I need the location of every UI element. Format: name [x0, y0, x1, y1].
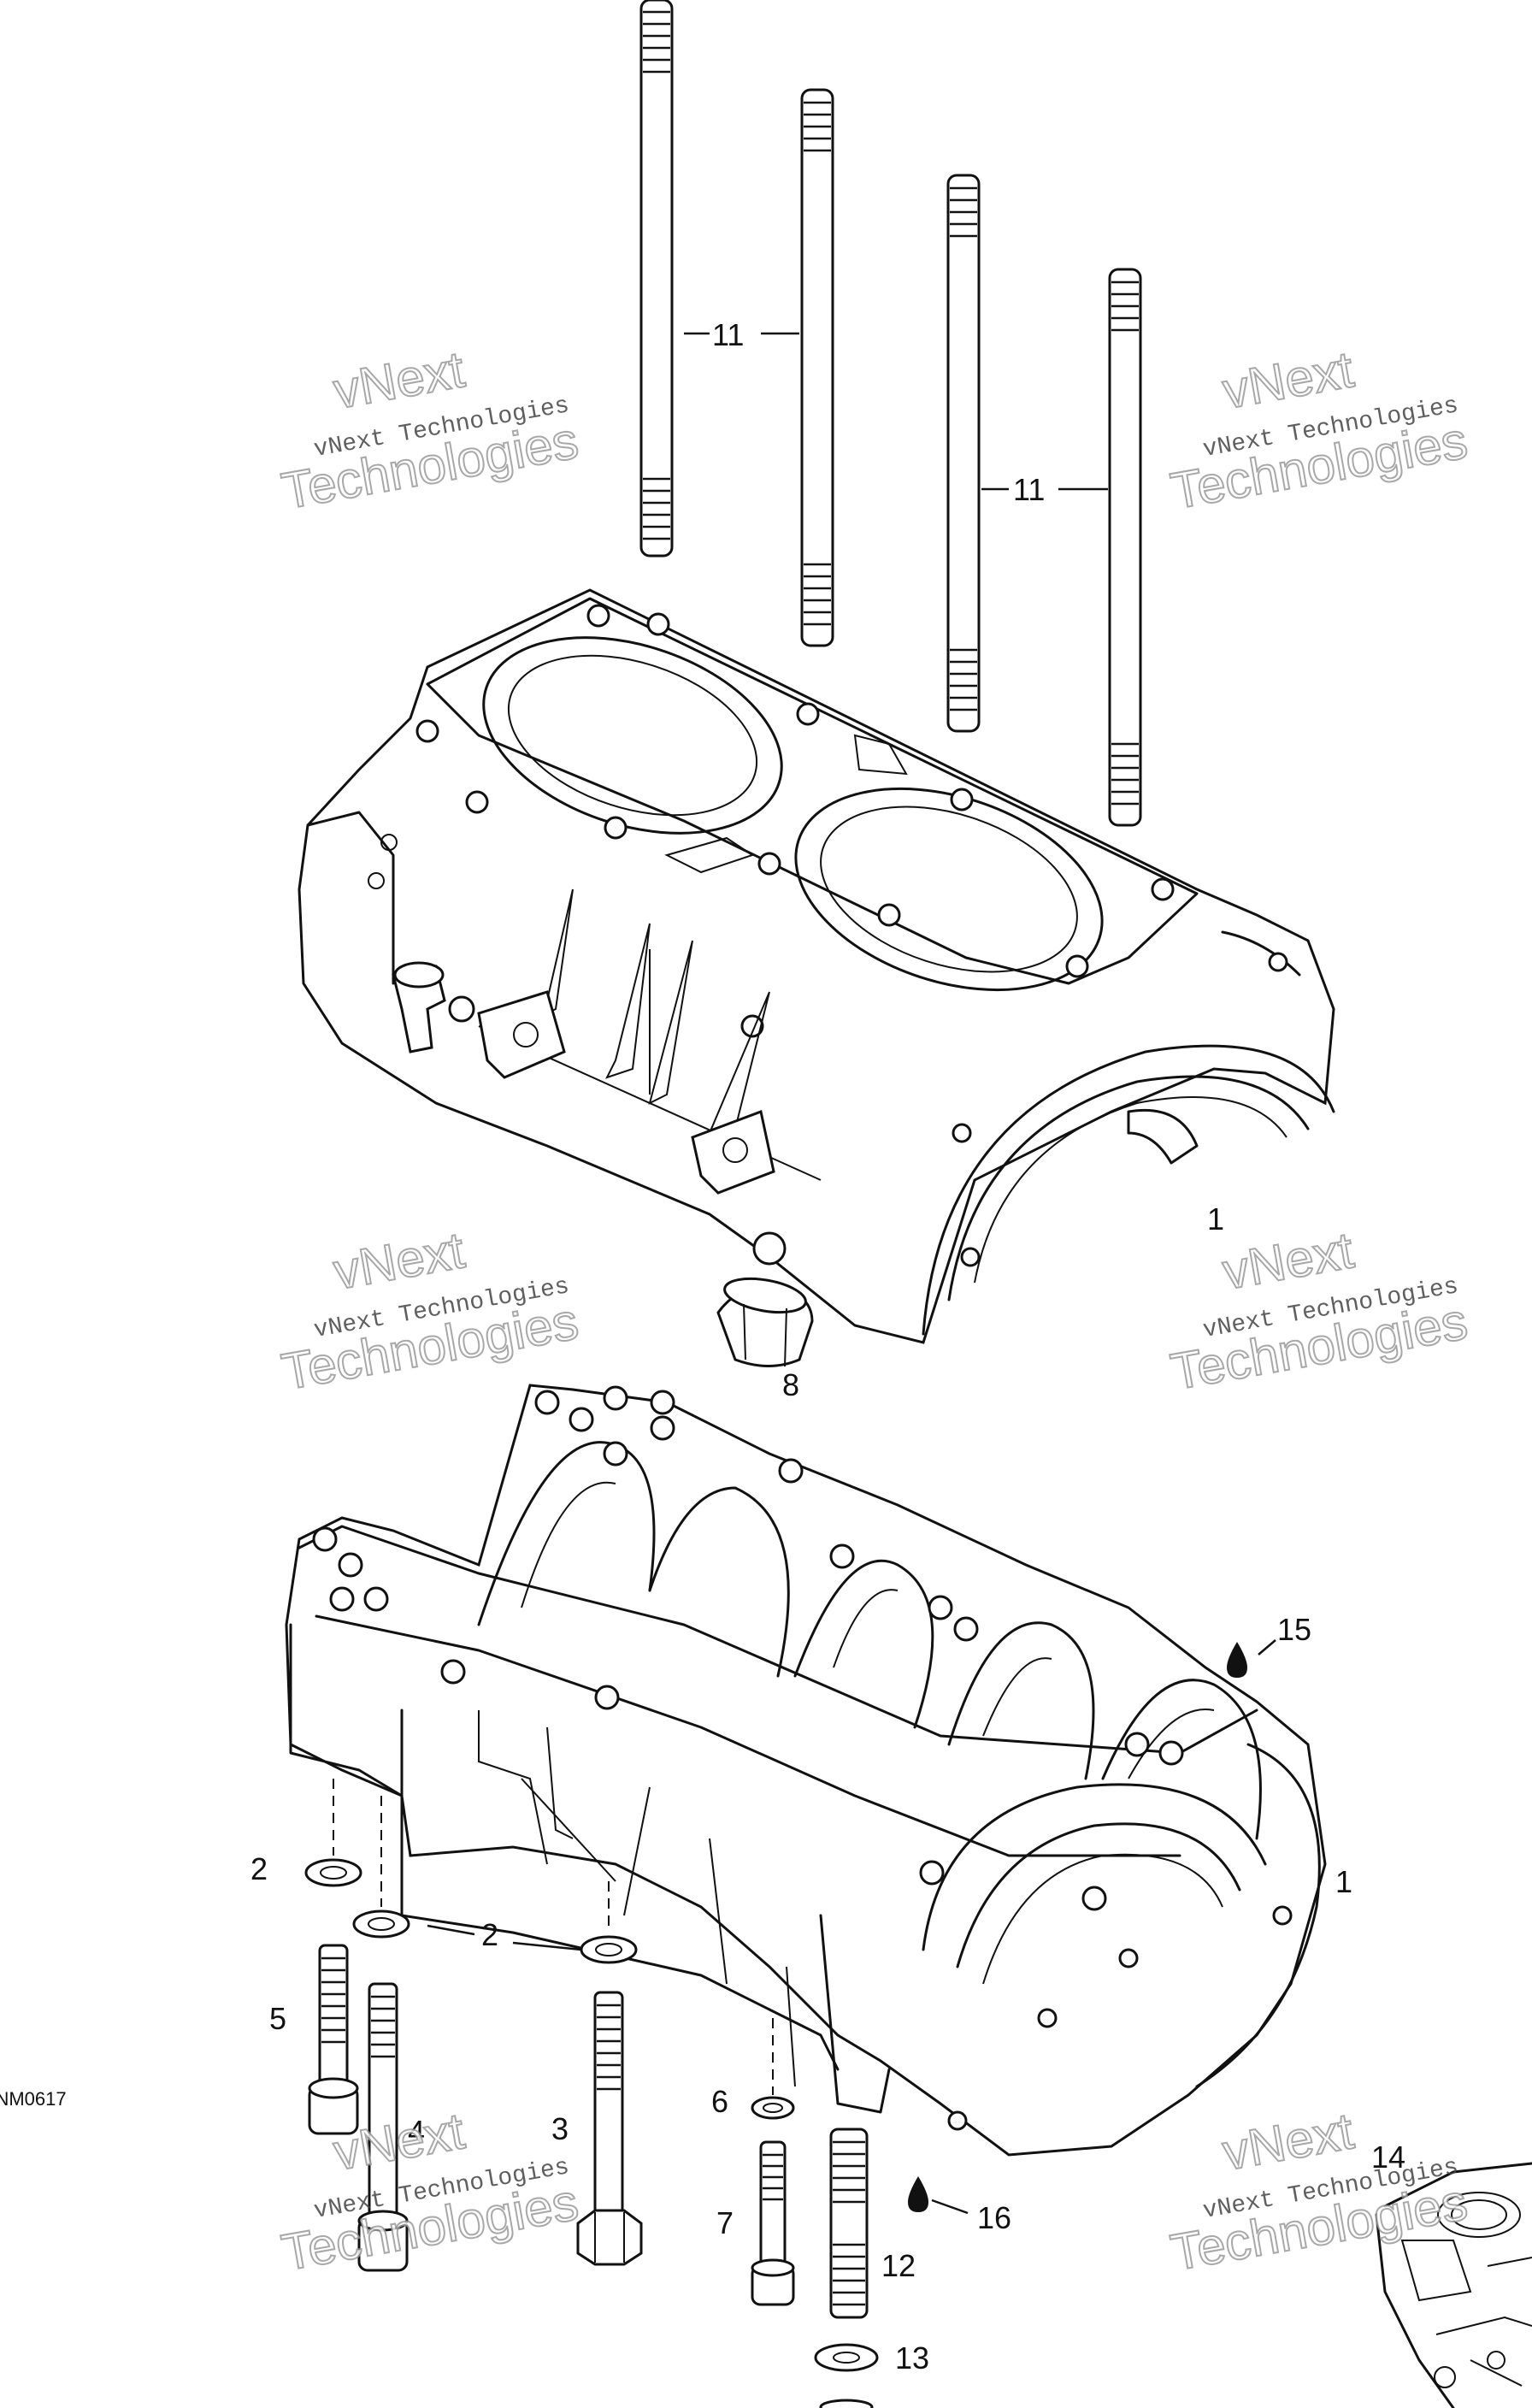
- callout-3: 3: [551, 2111, 569, 2146]
- socket-bolt-4: [357, 1982, 409, 2272]
- socket-bolt-7: [751, 2140, 795, 2306]
- oil-drop-icon: [908, 2176, 928, 2212]
- lock-washer-2-left: [304, 1858, 362, 1887]
- lock-washer-2-middle: [352, 1909, 410, 1939]
- callout-7: 7: [716, 2205, 734, 2240]
- upper-crankcase-half: [298, 588, 1335, 1344]
- stud-11-c: [946, 174, 981, 733]
- callout-1-bottom: 1: [1335, 1864, 1352, 1899]
- callout-4: 4: [408, 2114, 425, 2149]
- callout-1-top: 1: [1207, 1201, 1224, 1236]
- svg-text:vNext: vNext: [1218, 1221, 1358, 1301]
- hex-bolt-3: [576, 1991, 643, 2266]
- callout-15: 15: [1277, 1612, 1311, 1647]
- callout-2-middle: 2: [481, 1917, 498, 1952]
- svg-text:vNext: vNext: [329, 1221, 468, 1301]
- stud-11-d: [1108, 268, 1142, 827]
- watermark-mid-left: vNext Technologies vNext Technologies: [277, 1220, 584, 1402]
- callout-8: 8: [782, 1367, 799, 1402]
- lock-washer-2-right: [580, 1935, 638, 1964]
- svg-text:vNext: vNext: [1218, 2102, 1358, 2181]
- washer-13: [814, 2343, 879, 2372]
- svg-text:vNext: vNext: [329, 340, 468, 420]
- callout-14: 14: [1371, 2139, 1405, 2175]
- watermark-top-right: vNext Technologies vNext Technologies: [1166, 339, 1473, 521]
- washer-6: [751, 2096, 795, 2120]
- callout-figure-code: 01NM0617: [0, 2088, 67, 2110]
- callout-11-left: 11: [712, 317, 744, 352]
- callout-13: 13: [895, 2340, 929, 2376]
- oil-drop-icon: [1227, 1642, 1247, 1678]
- socket-bolt-5: [308, 1944, 359, 2135]
- lower-crankcase-half: [285, 1384, 1327, 2157]
- callout-11-right: 11: [1013, 472, 1045, 507]
- callout-16: 16: [977, 2200, 1011, 2235]
- callout-12: 12: [881, 2248, 916, 2283]
- callout-2-left: 2: [250, 1851, 268, 1886]
- engine-reference-14: [1375, 2162, 1532, 2408]
- callout-5: 5: [269, 2001, 286, 2036]
- watermark-bottom-right: vNext Technologies vNext Technologies: [1166, 2101, 1473, 2282]
- watermark-top-left: vNext Technologies vNext Technologies: [277, 339, 584, 521]
- washer-13-partial: [819, 2399, 874, 2408]
- stud-11-a: [639, 0, 674, 558]
- stud-12: [829, 2128, 869, 2319]
- plug-8: [716, 1277, 814, 1367]
- watermark-mid-right: vNext Technologies vNext Technologies: [1166, 1220, 1473, 1402]
- callout-6: 6: [711, 2084, 728, 2119]
- stud-11-b: [800, 88, 834, 647]
- svg-text:vNext: vNext: [1218, 340, 1358, 420]
